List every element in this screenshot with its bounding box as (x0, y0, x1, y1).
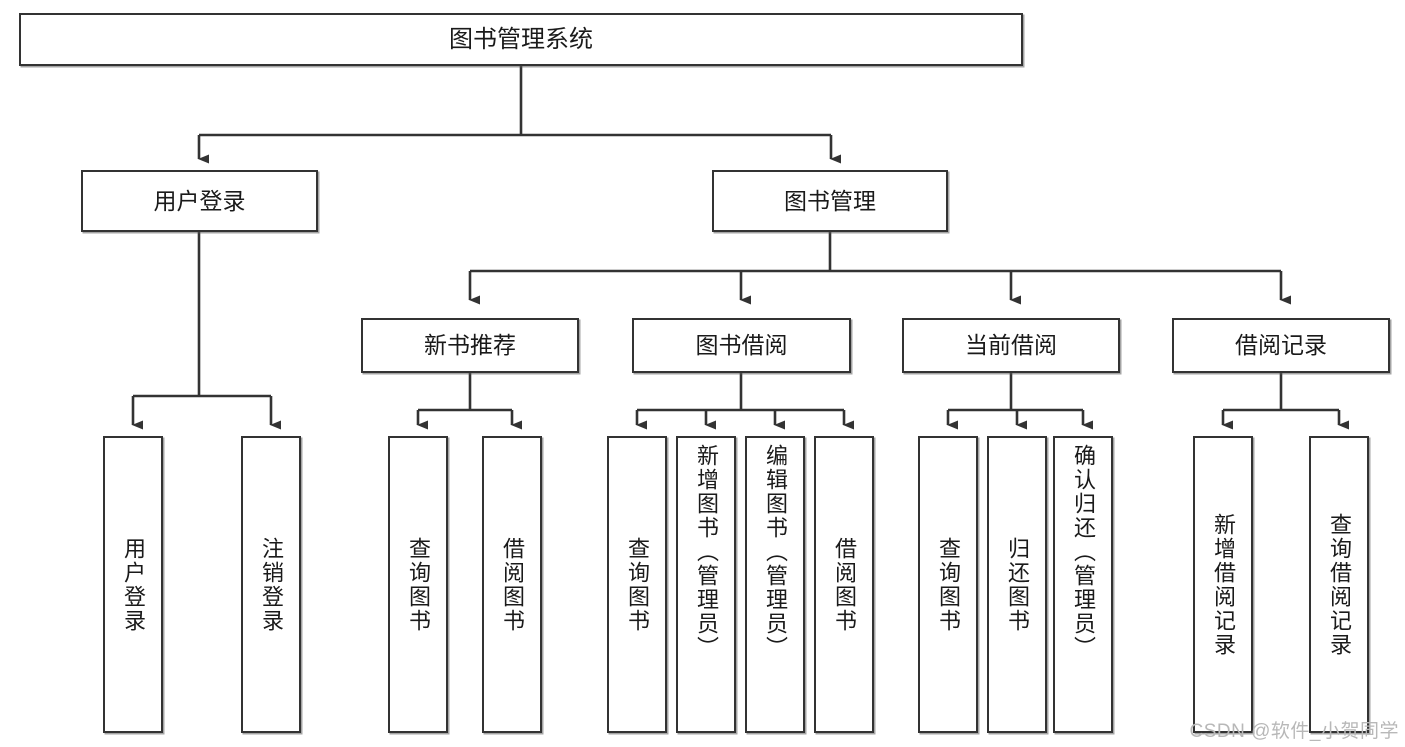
leaf-add-borrow-record[interactable]: 新增借阅记录 (1193, 436, 1253, 733)
node-label: 归还图书 (1005, 536, 1030, 633)
node-label: 借阅记录 (1235, 332, 1327, 359)
leaf-add-book-admin[interactable]: 新增图书（管理员） (676, 436, 736, 733)
leaf-query-books-current[interactable]: 查询图书 (918, 436, 978, 733)
node-label: 借阅图书 (832, 536, 857, 633)
leaf-query-books-borrow[interactable]: 查询图书 (607, 436, 667, 733)
node-root-book-management-system[interactable]: 图书管理系统 (19, 13, 1023, 66)
node-label: 查询借阅记录 (1327, 512, 1352, 657)
node-label: 用户登录 (121, 536, 146, 633)
node-label: 新书推荐 (424, 332, 516, 359)
node-label: 确认归还（管理员） (1071, 444, 1096, 660)
node-current-borrowing[interactable]: 当前借阅 (902, 318, 1120, 373)
node-label: 当前借阅 (965, 332, 1057, 359)
node-label: 图书管理 (784, 187, 876, 214)
node-borrow-records[interactable]: 借阅记录 (1172, 318, 1390, 373)
leaf-query-borrow-record[interactable]: 查询借阅记录 (1309, 436, 1369, 733)
leaf-edit-book-admin[interactable]: 编辑图书（管理员） (745, 436, 805, 733)
node-book-borrowing[interactable]: 图书借阅 (632, 318, 851, 373)
node-label: 注销登录 (259, 536, 284, 633)
node-label: 图书借阅 (695, 332, 788, 359)
node-label: 用户登录 (153, 187, 246, 214)
leaf-borrow-books[interactable]: 借阅图书 (814, 436, 874, 733)
leaf-logout-login[interactable]: 注销登录 (241, 436, 301, 733)
node-label: 新增图书（管理员） (694, 444, 719, 660)
node-book-management[interactable]: 图书管理 (712, 170, 948, 232)
node-label: 图书管理系统 (449, 25, 593, 53)
node-label: 新增借阅记录 (1211, 512, 1236, 657)
node-label: 查询图书 (625, 536, 650, 633)
node-label: 编辑图书（管理员） (763, 444, 788, 660)
node-label: 查询图书 (406, 536, 431, 633)
csdn-watermark: CSDN @软件_小贺同学 (1189, 721, 1399, 742)
leaf-user-login[interactable]: 用户登录 (103, 436, 163, 733)
node-label: 借阅图书 (500, 536, 525, 633)
node-label: 查询图书 (936, 536, 961, 633)
leaf-return-books[interactable]: 归还图书 (987, 436, 1047, 733)
node-new-book-recommendation[interactable]: 新书推荐 (361, 318, 579, 373)
leaf-query-books-recommend[interactable]: 查询图书 (388, 436, 448, 733)
leaf-confirm-return-admin[interactable]: 确认归还（管理员） (1053, 436, 1113, 733)
leaf-borrow-books-recommend[interactable]: 借阅图书 (482, 436, 542, 733)
node-user-login[interactable]: 用户登录 (81, 170, 318, 232)
